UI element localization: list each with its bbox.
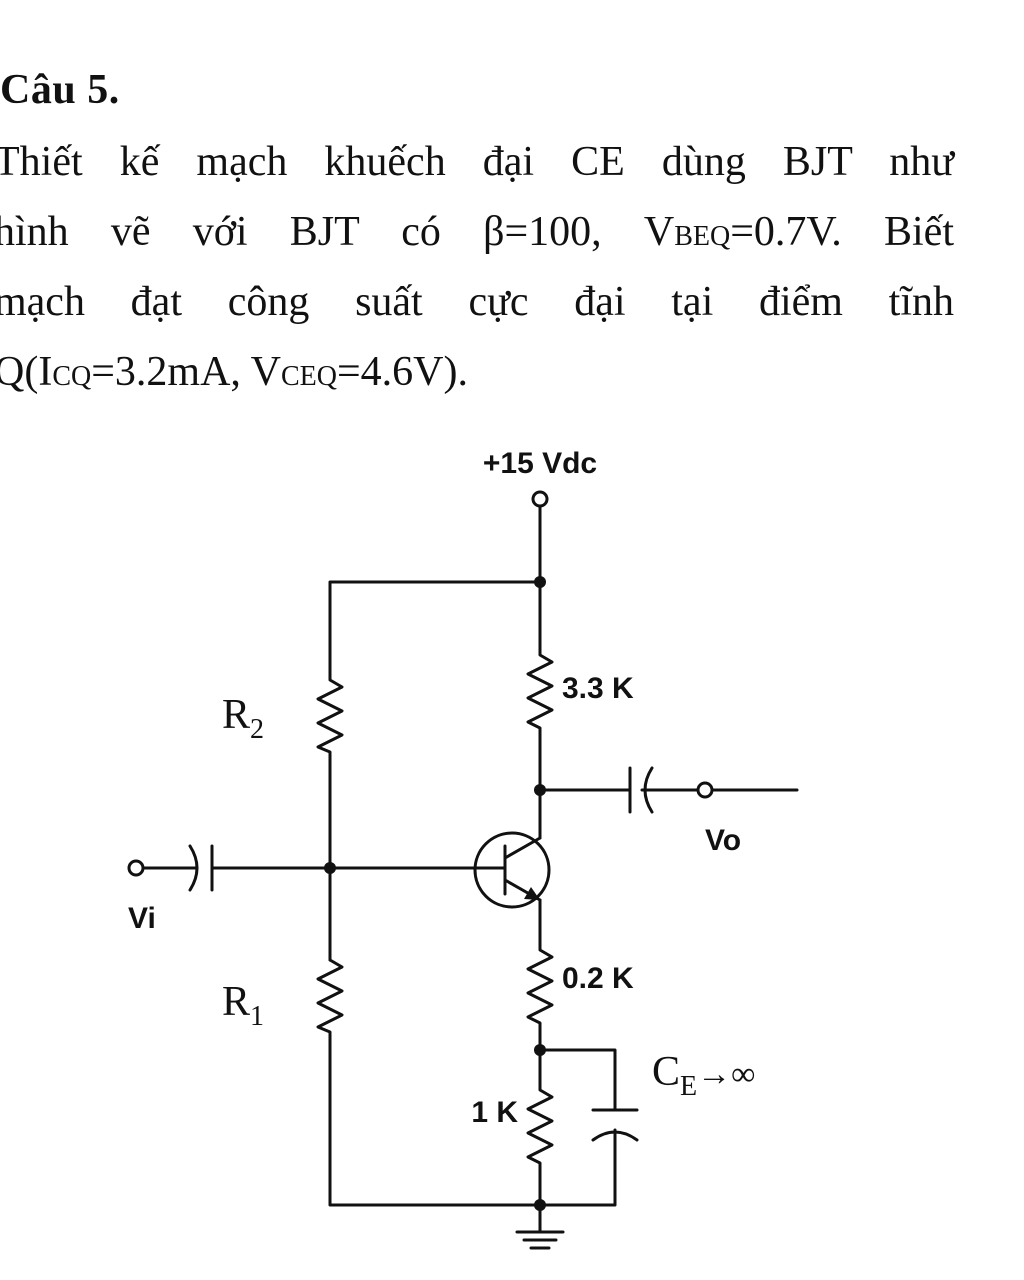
- ground-rail-wire: [328, 1035, 542, 1207]
- bjt-emitter-arrow-icon: [524, 887, 540, 900]
- supply-terminal: [531, 490, 549, 508]
- ce-top-wire: [538, 1048, 617, 1112]
- r2-resistor: [316, 673, 344, 759]
- r1-label: R1: [222, 979, 264, 1032]
- supply-label: +15 Vdc: [483, 447, 597, 480]
- line2-text-a: hình vẽ với BJT có β=100, V: [0, 209, 675, 255]
- ce-label: CE→∞: [652, 1049, 755, 1102]
- vbeq-subscript: BEQ: [674, 221, 731, 252]
- question-line-2: hình vẽ với BJT có β=100, VBEQ=0.7V. Biế…: [0, 208, 954, 261]
- ground-icon: [515, 1230, 565, 1250]
- r2-label: R2: [222, 692, 264, 745]
- vceq-subscript: CEQ: [280, 361, 337, 392]
- rc-label: 3.3 K: [562, 672, 634, 705]
- r1-resistor: [316, 953, 344, 1039]
- vo-terminal: [696, 781, 714, 799]
- re1-label: 0.2 K: [562, 962, 634, 995]
- question-line-3: mạch đạt công suất cực đại tại điểm tĩnh: [0, 279, 954, 325]
- line2-text-b: =0.7V. Biết: [730, 209, 954, 255]
- bjt-collector-lead: [503, 836, 542, 860]
- question-line-1: Thiết kế mạch khuếch đại CE dùng BJT như: [0, 139, 954, 185]
- line4-text-c: =4.6V).: [336, 349, 468, 395]
- ground-junction-dot: [534, 1199, 546, 1211]
- re2-label: 1 K: [471, 1096, 518, 1129]
- ce-bottom-wire: [538, 1128, 617, 1207]
- vi-terminal: [127, 859, 145, 877]
- top-rail-wire: [328, 580, 542, 677]
- bjt-transistor-body: [473, 831, 551, 909]
- re1-resistor: [526, 943, 554, 1030]
- vi-label: Vi: [128, 902, 156, 935]
- line4-text-a: Q(I: [0, 349, 53, 395]
- rc-resistor: [526, 648, 554, 735]
- question-line-4: Q(ICQ=3.2mA, VCEQ=4.6V).: [0, 348, 954, 401]
- question-title: Câu 5.: [0, 67, 120, 113]
- input-cap-plate-curved: [188, 844, 199, 892]
- line4-text-b: =3.2mA, V: [91, 349, 281, 395]
- icq-subscript: CQ: [52, 361, 92, 392]
- re2-resistor: [526, 1083, 554, 1170]
- vo-label: Vo: [705, 824, 741, 857]
